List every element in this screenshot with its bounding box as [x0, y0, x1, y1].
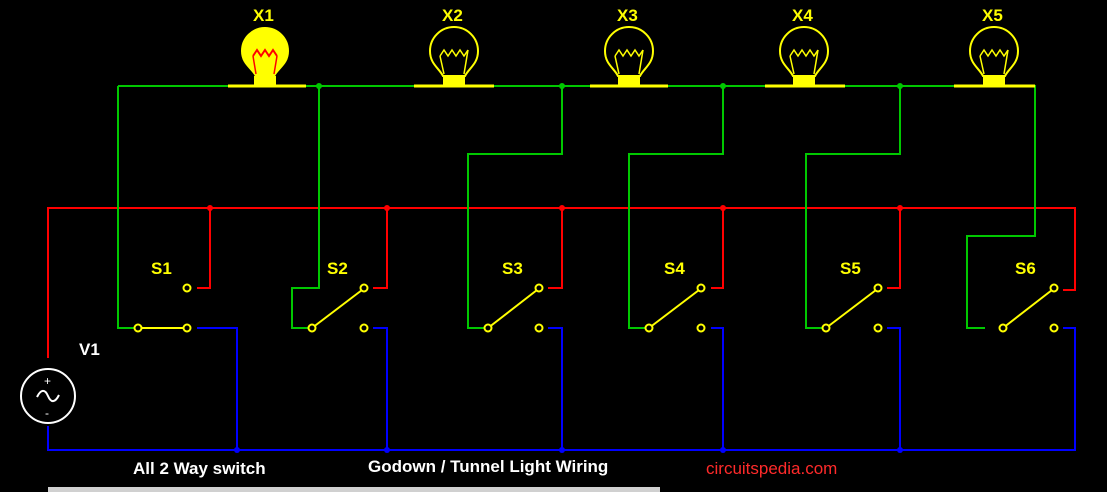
switch-s3: [483, 283, 544, 333]
caption-title: Godown / Tunnel Light Wiring: [368, 457, 609, 476]
switch-label-s5: S5: [840, 259, 861, 278]
switch-s6: [998, 283, 1059, 333]
lamp-label-x4: X4: [792, 6, 813, 25]
lamp-label-x1: X1: [253, 6, 274, 25]
switch-s1: [133, 283, 192, 333]
source-minus: -: [45, 406, 49, 420]
lamp-x2: [414, 26, 494, 88]
switch-label-s2: S2: [327, 259, 348, 278]
phase-wire: [47, 207, 1076, 358]
neutral-junctions: [234, 447, 903, 453]
source-plus: +: [44, 374, 51, 388]
switch-s5: [821, 283, 883, 333]
horizontal-scrollbar[interactable]: [48, 487, 660, 492]
caption-left: All 2 Way switch: [133, 459, 266, 478]
lamp-x1: [228, 27, 306, 88]
lamp-x3: [590, 26, 668, 88]
switch-label-s4: S4: [664, 259, 685, 278]
lamp-x4: [765, 26, 845, 88]
lamp-label-x3: X3: [617, 6, 638, 25]
site-credit: circuitspedia.com: [706, 459, 838, 478]
switch-label-s1: S1: [151, 259, 172, 278]
switch-s2: [307, 283, 369, 333]
lamp-label-x5: X5: [982, 6, 1003, 25]
switch-s4: [644, 283, 706, 333]
switch-label-s6: S6: [1015, 259, 1036, 278]
switch-label-s3: S3: [502, 259, 523, 278]
source-label: V1: [79, 340, 100, 359]
lamp-wires: [117, 85, 1036, 329]
ac-source-v1: + -: [20, 368, 76, 424]
lamp-label-x2: X2: [442, 6, 463, 25]
phase-junctions: [207, 205, 903, 211]
neutral-wire: [47, 327, 1076, 451]
lamp-x5: [954, 26, 1035, 88]
lamp-wire-junctions: [316, 83, 903, 89]
